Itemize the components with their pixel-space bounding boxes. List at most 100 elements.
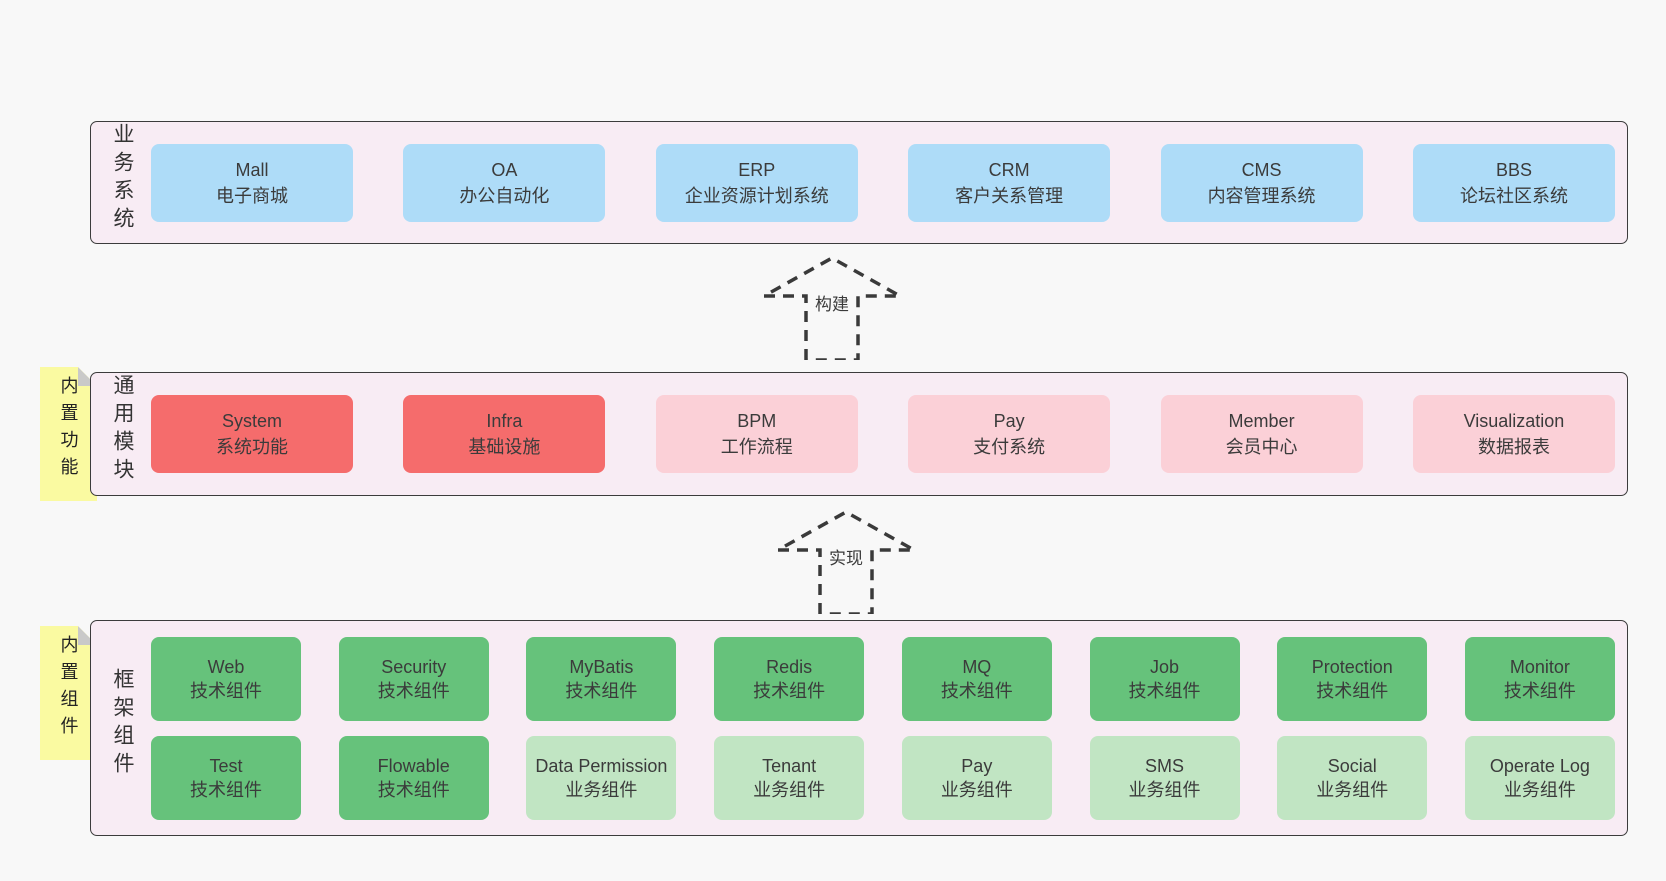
layer-side-label: 业务系统 (111, 122, 134, 235)
sticky-tag-label: 内置组件 (58, 635, 79, 743)
box-subtitle: 技术组件 (565, 680, 638, 701)
box-pay: Pay 业务组件 (901, 735, 1052, 820)
box-subtitle: 技术组件 (1316, 680, 1389, 701)
box-subtitle: 业务组件 (1128, 779, 1201, 800)
box-title: Web (207, 656, 245, 677)
box-data-permission: Data Permission 业务组件 (526, 735, 677, 820)
layer-business-systems: 业务系统 Mall 电子商城 OA 办公自动化 ERP 企业资源计划系统 CRM 客户关系管理… (90, 121, 1628, 244)
box-job: Job 技术组件 (1089, 636, 1240, 721)
sticky-tag-label: 内置功能 (58, 376, 79, 484)
box-web: Web 技术组件 (151, 636, 301, 721)
box-crm: CRM 客户关系管理 (908, 143, 1111, 222)
box-title: Job (1150, 656, 1180, 677)
box-subtitle: 技术组件 (1128, 680, 1201, 701)
box-title: Visualization (1463, 411, 1565, 431)
arrow-label: 构建 (812, 290, 852, 315)
box-mall: Mall 电子商城 (151, 143, 353, 222)
box-title: Protection (1311, 656, 1393, 677)
sticky-tag-builtin-features: 内置功能 (40, 367, 97, 501)
box-subtitle: 技术组件 (377, 680, 450, 701)
box-protection: Protection 技术组件 (1277, 636, 1428, 721)
box-subtitle: 技术组件 (377, 779, 450, 800)
box-pay: Pay 支付系统 (908, 395, 1111, 473)
box-title: Security (381, 656, 447, 677)
box-security: Security 技术组件 (338, 636, 489, 721)
box-title: Data Permission (535, 755, 668, 776)
box-flowable: Flowable 技术组件 (338, 735, 489, 820)
box-title: Monitor (1509, 656, 1570, 677)
box-subtitle: 电子商城 (216, 185, 288, 206)
box-subtitle: 技术组件 (940, 680, 1013, 701)
box-subtitle: 支付系统 (973, 437, 1046, 457)
box-subtitle: 办公自动化 (459, 185, 550, 206)
layer-side-label: 通用模块 (111, 374, 134, 486)
box-bbs: BBS 论坛社区系统 (1412, 143, 1615, 222)
box-subtitle: 工作流程 (720, 437, 793, 457)
box-title: SMS (1145, 755, 1185, 776)
box-subtitle: 内容管理系统 (1207, 185, 1316, 206)
sticky-tag-builtin-components: 内置组件 (40, 626, 97, 760)
box-oa: OA 办公自动化 (403, 143, 606, 222)
box-subtitle: 会员中心 (1225, 437, 1298, 457)
box-subtitle: 技术组件 (190, 779, 262, 800)
box-sms: SMS 业务组件 (1089, 735, 1240, 820)
box-title: Social (1327, 755, 1377, 776)
box-subtitle: 技术组件 (190, 680, 262, 701)
box-bpm: BPM 工作流程 (655, 395, 858, 473)
box-erp: ERP 企业资源计划系统 (655, 143, 858, 222)
box-mybatis: MyBatis 技术组件 (526, 636, 677, 721)
box-cms: CMS 内容管理系统 (1160, 143, 1363, 222)
box-redis: Redis 技术组件 (714, 636, 865, 721)
box-title: Test (209, 755, 243, 776)
box-title: Redis (766, 656, 813, 677)
box-row: Mall 电子商城 OA 办公自动化 ERP 企业资源计划系统 CRM 客户关系管理 CMS 内容… (151, 143, 1615, 222)
box-subtitle: 系统功能 (216, 437, 288, 457)
box-title: BPM (737, 411, 777, 431)
box-subtitle: 业务组件 (753, 779, 826, 800)
box-visualization: Visualization 数据报表 (1412, 395, 1615, 473)
box-title: Mall (235, 159, 269, 180)
box-title: CRM (988, 159, 1030, 180)
box-subtitle: 技术组件 (753, 680, 826, 701)
box-test: Test 技术组件 (151, 735, 301, 820)
box-member: Member 会员中心 (1160, 395, 1363, 473)
box-tenant: Tenant 业务组件 (714, 735, 865, 820)
box-title: Operate Log (1489, 755, 1590, 776)
box-title: Pay (993, 411, 1025, 431)
box-title: MyBatis (569, 656, 634, 677)
box-title: Infra (486, 411, 523, 431)
box-title: MQ (962, 656, 992, 677)
box-subtitle: 业务组件 (565, 779, 638, 800)
box-subtitle: 数据报表 (1477, 437, 1550, 457)
arrow-implement: 实现 (776, 510, 916, 614)
box-subtitle: 论坛社区系统 (1459, 185, 1568, 206)
box-subtitle: 业务组件 (940, 779, 1013, 800)
box-title: Member (1228, 411, 1295, 431)
box-title: ERP (738, 159, 776, 180)
box-title: BBS (1495, 159, 1532, 180)
box-mq: MQ 技术组件 (901, 636, 1052, 721)
box-title: OA (491, 159, 518, 180)
box-title: CMS (1241, 159, 1282, 180)
box-rows: Mall 电子商城 OA 办公自动化 ERP 企业资源计划系统 CRM 客户关系管理 CMS 内容… (151, 122, 1615, 243)
box-subtitle: 技术组件 (1503, 680, 1576, 701)
box-subtitle: 基础设施 (468, 437, 541, 457)
layer-side-label: 框架组件 (111, 668, 134, 780)
box-title: Flowable (377, 755, 450, 776)
box-title: Pay (961, 755, 993, 776)
box-subtitle: 企业资源计划系统 (684, 185, 829, 206)
box-title: Tenant (762, 755, 817, 776)
box-subtitle: 客户关系管理 (955, 185, 1064, 206)
box-infra: Infra 基础设施 (403, 395, 606, 473)
arrow-label: 实现 (826, 544, 866, 569)
